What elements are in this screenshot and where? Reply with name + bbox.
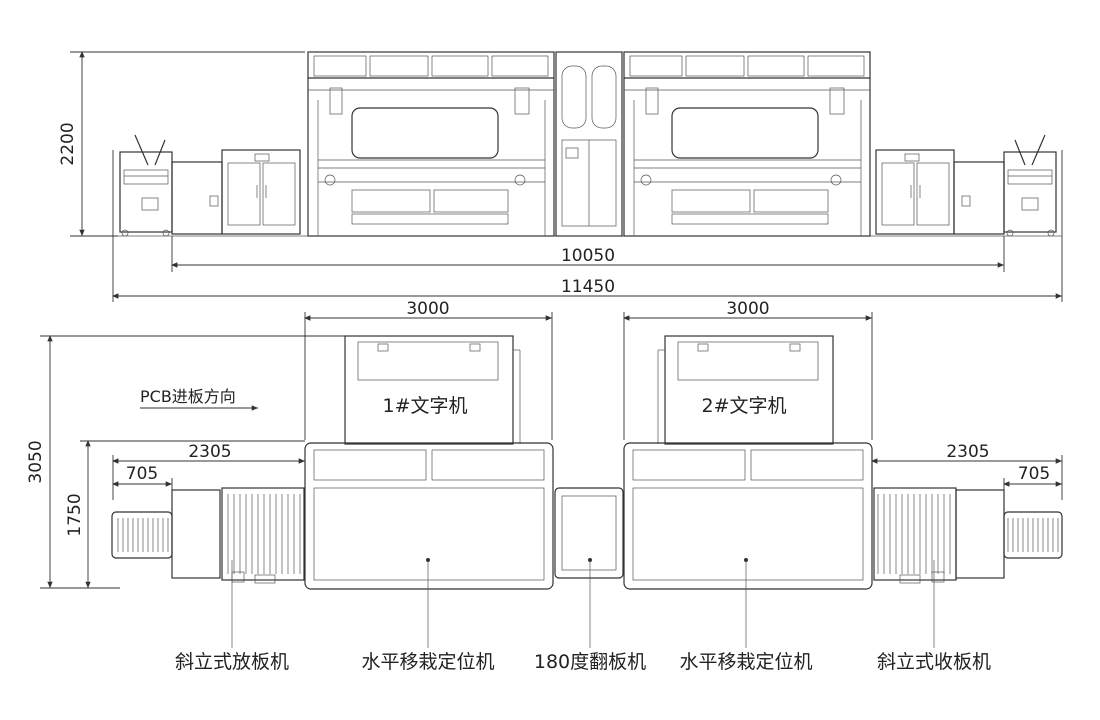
dim-width-right: 3000 <box>623 299 873 440</box>
front-flipper-cabinet <box>555 51 623 237</box>
dim-height-front: 2200 <box>58 51 305 237</box>
dim-total-length: 11450 <box>112 150 1063 302</box>
dim-10050-label: 10050 <box>561 246 615 266</box>
dim-705-left-label: 705 <box>126 464 158 484</box>
front-printer-left <box>307 51 555 237</box>
front-loader-left <box>119 134 173 237</box>
dim-2305-right-label: 2305 <box>946 442 989 462</box>
dim-loader-inner-left: 705 <box>112 464 173 500</box>
front-unloader-right <box>1003 134 1057 237</box>
plan-printer-2: 2#文字机 <box>657 335 834 445</box>
callout-unloader: 斜立式收板机 <box>877 651 991 673</box>
dim-plan-height: 3050 <box>26 335 345 589</box>
dim-loader-right: 2305 <box>871 442 1063 500</box>
printer-1-label: 1#文字机 <box>382 395 467 417</box>
dim-inner-length: 10050 <box>171 236 1005 272</box>
front-elevation: 2200 10050 11450 <box>58 51 1063 302</box>
callout-positioner-right: 水平移栽定位机 <box>679 651 812 673</box>
dim-1750-label: 1750 <box>65 493 85 536</box>
plan-unloader-right <box>873 487 1063 584</box>
dim-3000-right-label: 3000 <box>726 299 769 319</box>
dim-3000-left-label: 3000 <box>406 299 449 319</box>
dim-11450-label: 11450 <box>561 277 615 297</box>
plan-view: 3000 3000 3050 1750 2305 <box>26 299 1063 673</box>
callout-positioner-left: 水平移栽定位机 <box>361 651 494 673</box>
dim-3050-label: 3050 <box>26 440 46 483</box>
callout-flipper: 180度翻板机 <box>534 651 646 673</box>
plan-positioner-right <box>623 442 873 590</box>
callout-leaders <box>231 558 935 648</box>
front-printer-right <box>623 51 871 237</box>
printer-2-label: 2#文字机 <box>701 395 786 417</box>
dim-705-right-label: 705 <box>1018 464 1050 484</box>
plan-printer-1: 1#文字机 <box>344 335 521 445</box>
front-cabinet-left <box>171 149 301 235</box>
pcb-direction-label: PCB进板方向 <box>140 387 236 406</box>
dim-loader-inner-right: 705 <box>1003 464 1062 500</box>
dim-loader-left: 2305 <box>112 442 305 500</box>
dim-width-left: 3000 <box>304 299 553 440</box>
plan-positioner-left <box>304 442 554 590</box>
plan-loader-left <box>111 487 305 584</box>
dim-2305-left-label: 2305 <box>188 442 231 462</box>
pcb-direction: PCB进板方向 <box>140 387 258 411</box>
dim-2200-label: 2200 <box>58 122 78 165</box>
front-cabinet-right <box>875 149 1005 235</box>
plan-flipper <box>554 487 624 579</box>
callout-loader: 斜立式放板机 <box>175 651 289 673</box>
dim-conveyor-height: 1750 <box>65 440 305 588</box>
